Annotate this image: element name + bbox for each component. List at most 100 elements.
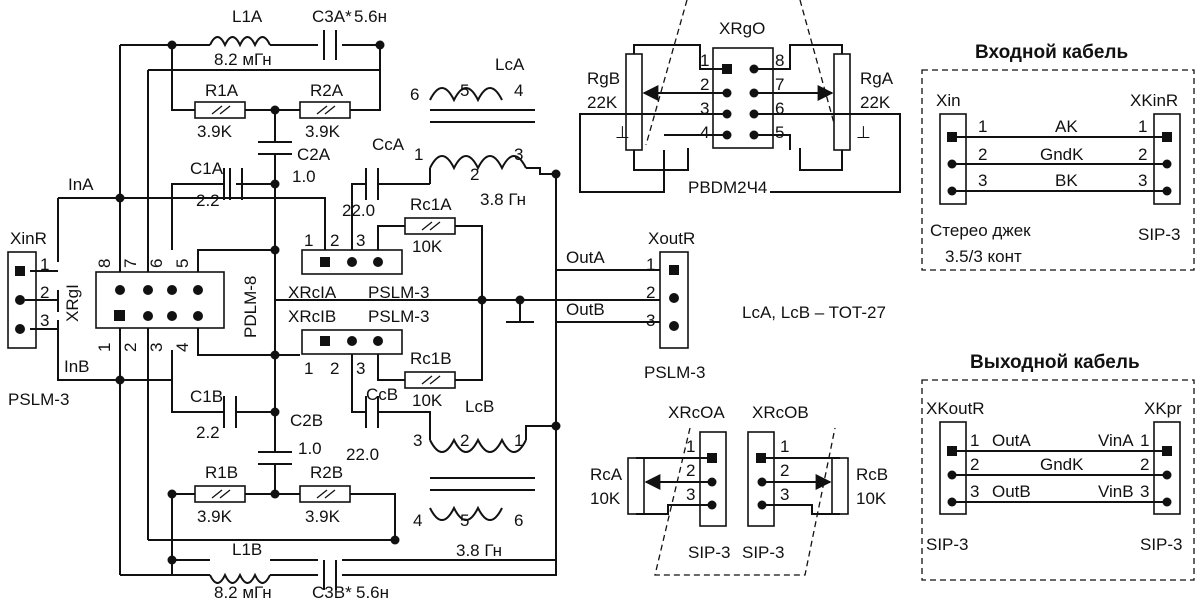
svg-text:VinA: VinA — [1098, 431, 1134, 450]
svg-text:4: 4 — [173, 343, 192, 352]
svg-text:3: 3 — [780, 485, 789, 504]
svg-text:2: 2 — [700, 75, 709, 94]
c2b-value: 1.0 — [298, 439, 322, 458]
xkoutr-label: XKoutR — [926, 399, 985, 418]
ina-label: InA — [68, 175, 94, 194]
svg-text:4: 4 — [413, 511, 422, 530]
rga-value: 22K — [860, 93, 891, 112]
r2b-label: R2B — [310, 463, 343, 482]
ccb-value: 22.0 — [346, 445, 379, 464]
xrcob-label: XRcOB — [752, 403, 809, 422]
rca-value: 10K — [590, 489, 621, 508]
xrcoa-type: SIP-3 — [688, 543, 731, 562]
svg-text:3: 3 — [356, 231, 365, 250]
svg-text:2: 2 — [40, 283, 49, 302]
svg-text:5: 5 — [775, 123, 784, 142]
c2b-label: C2B — [290, 411, 323, 430]
r2a-label: R2A — [310, 81, 344, 100]
lca-transformer — [429, 87, 557, 420]
svg-text:6: 6 — [147, 259, 166, 268]
svg-text:GndK: GndK — [1040, 145, 1084, 164]
r1a-label: R1A — [205, 81, 239, 100]
svg-text:3: 3 — [147, 343, 166, 352]
svg-text:BK: BK — [1055, 171, 1078, 190]
svg-text:1: 1 — [978, 117, 987, 136]
xrgo-type: PBDM2Ч4 — [688, 178, 767, 197]
xoutr-type: PSLM-3 — [644, 363, 705, 382]
xkinr-label: XKinR — [1130, 91, 1178, 110]
svg-text:3: 3 — [413, 431, 422, 450]
xrcib-label: XRcIB — [288, 307, 336, 326]
outb-label: OutB — [566, 300, 605, 319]
xrgo-block: XRgO 12 34 87 65 PBDM2Ч4 RgB 22K RgA 22K… — [579, 0, 901, 197]
svg-text:1: 1 — [686, 437, 695, 456]
l1b-value: 8.2 мГн — [214, 583, 272, 602]
svg-text:3: 3 — [978, 171, 987, 190]
xinr-type: PSLM-3 — [8, 390, 69, 409]
svg-text:1: 1 — [700, 51, 709, 70]
c2a-value: 1.0 — [292, 167, 316, 186]
xrcoa-label: XRcOA — [668, 403, 725, 422]
c1b-label: C1B — [190, 387, 223, 406]
svg-text:2: 2 — [330, 231, 339, 250]
svg-text:2: 2 — [1138, 145, 1147, 164]
input-cable-title: Входной кабель — [975, 42, 1128, 63]
c1a-value: 2.2 — [196, 191, 220, 210]
c3a-value: 5.6н — [354, 7, 387, 26]
c3a-label: C3A* — [312, 7, 352, 26]
svg-text:2: 2 — [780, 461, 789, 480]
inb-label: InB — [64, 357, 90, 376]
r1b-label: R1B — [205, 463, 238, 482]
rcb-label: RcB — [856, 465, 888, 484]
xrco-block: XRcOA XRcOB 123 SIP-3 123 SIP-3 RcA 10K … — [590, 403, 888, 576]
svg-text:3: 3 — [1140, 482, 1149, 501]
outa-label: OutA — [566, 248, 605, 267]
svg-text:⊥: ⊥ — [856, 123, 871, 142]
xrcia-type: PSLM-3 — [368, 283, 429, 302]
svg-text:7: 7 — [775, 75, 784, 94]
rcb-value: 10K — [856, 489, 887, 508]
xrgo-label: XRgO — [719, 19, 765, 38]
svg-text:2: 2 — [460, 431, 469, 450]
rgb-label: RgB — [587, 69, 620, 88]
cca-label: CcA — [372, 135, 405, 154]
output-cable-title: Выходной кабель — [970, 352, 1140, 373]
svg-text:SIP-3: SIP-3 — [1138, 225, 1181, 244]
c3a-capacitor — [323, 30, 337, 60]
l1b-label: L1B — [232, 540, 262, 559]
r1a-resistor — [194, 101, 246, 119]
svg-text:3: 3 — [40, 311, 49, 330]
svg-text:2: 2 — [646, 283, 655, 302]
svg-text:8: 8 — [775, 51, 784, 70]
svg-text:1: 1 — [1140, 431, 1149, 450]
svg-text:2: 2 — [970, 455, 979, 474]
svg-text:1: 1 — [40, 255, 49, 274]
r1b-value: 3.9K — [197, 507, 233, 526]
svg-text:3: 3 — [646, 311, 655, 330]
xin-label: Xin — [936, 91, 961, 110]
r2b-value: 3.9K — [305, 507, 341, 526]
rca-pot — [627, 457, 645, 515]
rc1a-label: Rc1A — [410, 195, 452, 214]
xrcib-type: PSLM-3 — [368, 307, 429, 326]
svg-text:SIP-3: SIP-3 — [926, 535, 969, 554]
xrcoa-connector — [699, 431, 727, 527]
lcb-label: LcB — [465, 397, 494, 416]
l1a-label: L1A — [232, 7, 263, 26]
transformer-note: LcA, LcB – TOT-27 — [742, 303, 886, 322]
rc1b-value: 10K — [412, 391, 443, 410]
svg-text:2: 2 — [121, 343, 140, 352]
svg-text:3: 3 — [356, 359, 365, 378]
lca-label: LcA — [495, 55, 525, 74]
svg-text:5: 5 — [460, 81, 469, 100]
c3b-label: C3B* — [312, 583, 352, 602]
rc1b-resistor — [404, 371, 456, 389]
svg-text:1: 1 — [514, 431, 523, 450]
rcb-pot — [831, 457, 849, 515]
svg-text:7: 7 — [121, 259, 140, 268]
lcb-transformer — [429, 425, 556, 521]
svg-text:1: 1 — [646, 255, 655, 274]
svg-text:2: 2 — [330, 359, 339, 378]
svg-text:VinB: VinB — [1098, 482, 1134, 501]
